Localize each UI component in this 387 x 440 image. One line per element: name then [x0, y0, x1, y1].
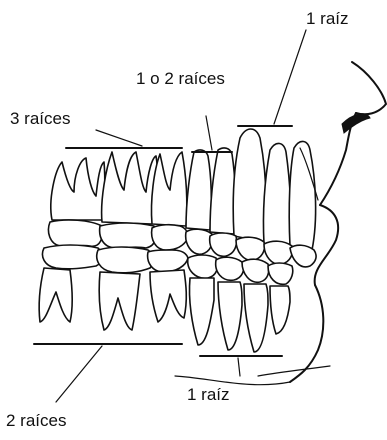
label-lower-molars: 2 raíces — [6, 411, 66, 430]
upper-molar-2 — [102, 152, 158, 224]
lower-premolar-1 — [218, 282, 242, 350]
upper-premolar-2 — [186, 150, 211, 230]
lower-incisor — [270, 286, 290, 334]
nostril-mark — [342, 114, 370, 133]
upper-molar-3 — [51, 158, 105, 220]
upper-premolar-1 — [210, 148, 235, 234]
upper-molar-1 — [151, 152, 186, 226]
label-upper-anterior: 1 raíz — [306, 9, 349, 28]
label-upper-molars: 3 raíces — [10, 109, 70, 128]
lower-molar-1 — [150, 270, 186, 322]
lower-canine — [244, 284, 268, 352]
label-lower-anterior: 1 raíz — [187, 385, 230, 404]
lower-molar-3 — [39, 268, 72, 322]
label-upper-premolars: 1 o 2 raíces — [136, 69, 225, 88]
lower-molar-2 — [99, 272, 140, 330]
upper-canine — [233, 129, 266, 242]
upper-incisor-lateral — [263, 143, 290, 246]
lower-premolar-2 — [189, 278, 214, 345]
upper-incisor-central — [289, 141, 315, 250]
